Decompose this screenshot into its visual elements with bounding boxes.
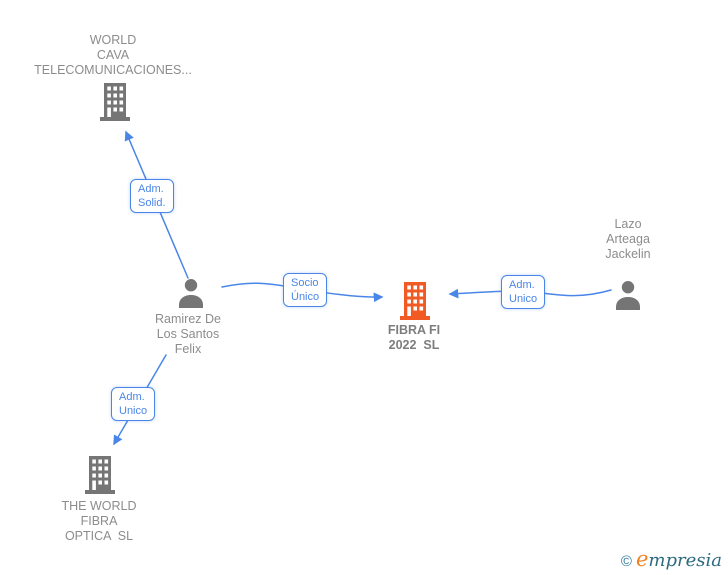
node-label-line: 2022 SL (388, 338, 440, 352)
node-label-line: THE WORLD (61, 499, 137, 513)
node-label-fibra-fi[interactable]: FIBRA FI 2022 SL (364, 323, 464, 353)
person-icon-ramirez[interactable] (176, 278, 206, 313)
node-label-line: Arteaga (606, 232, 650, 246)
node-label-line: FIBRA (80, 514, 118, 528)
node-label-line: OPTICA SL (64, 529, 134, 543)
node-label-line: Lazo (614, 217, 642, 231)
person-icon (616, 281, 640, 310)
edge-label-adm-unico-left: Adm. Unico (111, 387, 156, 421)
edge-label-line: Unico (119, 405, 148, 417)
node-label-line: FIBRA FI (387, 323, 441, 337)
edge-label-adm-unico-right: Adm. Unico (501, 275, 546, 309)
edge-label-socio-unico: Socio Único (283, 273, 328, 307)
copyright-icon: © (620, 553, 632, 570)
edge-label-adm-solid: Adm. Solid. (130, 179, 174, 213)
node-label-line: Jackelin (605, 247, 651, 261)
edge-label-line: Adm. (119, 391, 145, 403)
edge-label-line: Socio (291, 277, 319, 289)
company-building-icon-fibra-fi[interactable] (397, 282, 433, 325)
brand-logo-text: e (635, 547, 649, 571)
node-label-line: Felix (174, 342, 202, 356)
edge-label-line: Adm. (509, 279, 535, 291)
node-label-ramirez[interactable]: Ramirez De Los Santos Felix (143, 312, 233, 357)
node-label-line: Ramirez De (155, 312, 221, 326)
node-label-line: Los Santos (156, 327, 220, 341)
brand-logo-text-rest: mpresia (648, 550, 722, 571)
building-icon (400, 282, 430, 320)
node-label-line: WORLD (89, 33, 137, 47)
building-icon (85, 456, 115, 494)
edge-label-line: Solid. (138, 197, 166, 209)
empresia-watermark: ©empresia (621, 547, 722, 571)
edge-label-line: Unico (509, 293, 538, 305)
edge-label-line: Único (291, 291, 320, 303)
person-icon (179, 279, 203, 308)
node-label-lazo[interactable]: Lazo Arteaga Jackelin (588, 217, 668, 262)
building-icon (100, 83, 130, 121)
node-label-line: CAVA (96, 48, 130, 62)
company-building-icon-world-cava[interactable] (97, 83, 133, 126)
node-label-world-cava[interactable]: WORLD CAVA TELECOMUNICACIONES... (28, 33, 198, 78)
company-building-icon-the-world-fibra[interactable] (82, 456, 118, 499)
node-label-the-world-fibra[interactable]: THE WORLD FIBRA OPTICA SL (44, 499, 154, 544)
node-label-line: TELECOMUNICACIONES... (34, 63, 192, 77)
person-icon-lazo[interactable] (613, 280, 643, 315)
edge-label-line: Adm. (138, 183, 164, 195)
